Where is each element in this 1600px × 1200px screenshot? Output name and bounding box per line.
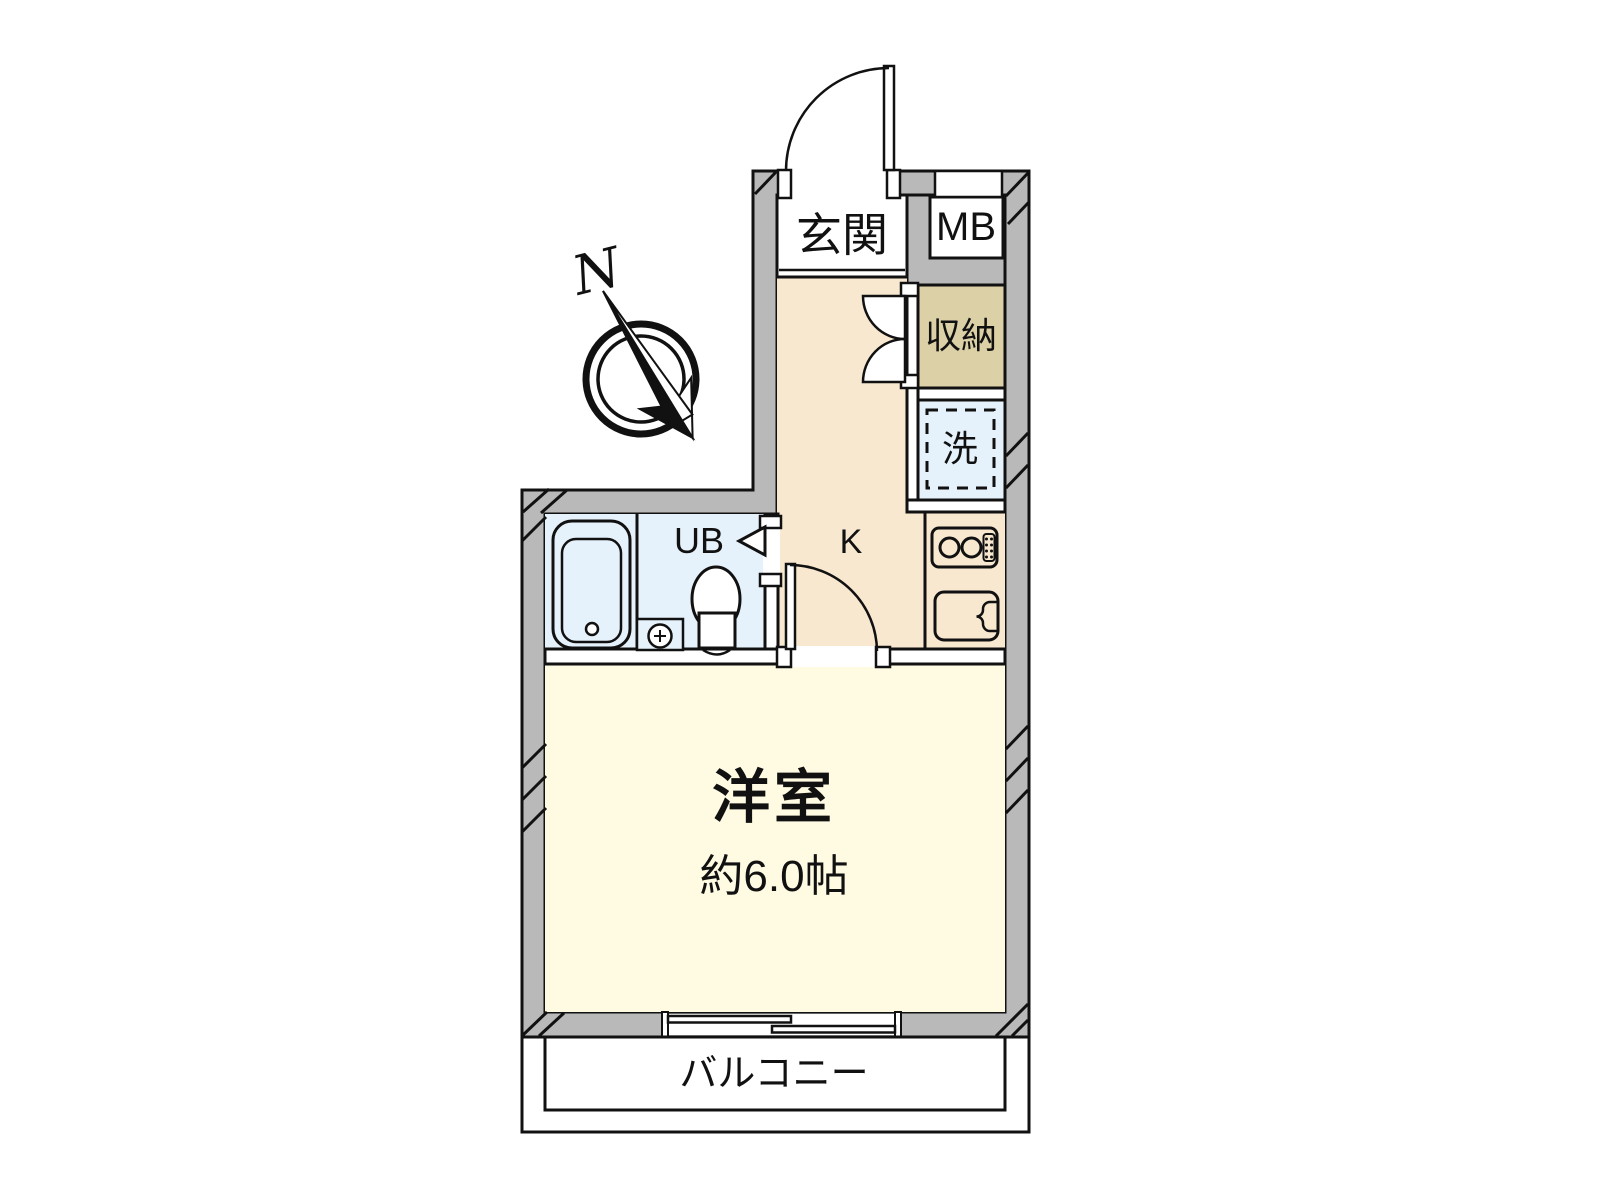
sliding-window-icon [661, 1011, 902, 1038]
meter-box [928, 195, 1005, 260]
washer-label: 洗 [941, 428, 979, 469]
bath-door-icon [735, 514, 783, 588]
washer-outline [925, 408, 996, 490]
unit-bath-label: UB [673, 520, 725, 561]
western-room-label: 洋室 [711, 765, 837, 830]
sink-icon [933, 590, 1000, 642]
storage-label: 収納 [924, 315, 998, 356]
meter-box-label: MB [936, 205, 996, 249]
room-door-icon [775, 562, 892, 669]
bathtub-icon [551, 519, 632, 650]
toilet-icon [690, 565, 742, 656]
stove-icon [930, 526, 999, 569]
entrance-hall [775, 193, 909, 279]
western-room-floor [545, 652, 1005, 1012]
balcony [520, 1035, 1031, 1134]
entrance-door-icon [776, 64, 902, 200]
storage-closet [916, 283, 1007, 390]
kitchen-label: K [839, 523, 863, 561]
north-indicator [582, 290, 700, 442]
washbasin-icon [635, 617, 685, 652]
washer-space [916, 398, 1007, 502]
wall-hatching [520, 170, 1031, 1038]
entrance-label: 玄関 [796, 209, 888, 261]
mb-vent [933, 169, 1004, 199]
western-room-size: 約6.0帖 [699, 852, 849, 901]
closet-door-icon [861, 281, 920, 390]
balcony-label: バルコニー [679, 1053, 869, 1095]
